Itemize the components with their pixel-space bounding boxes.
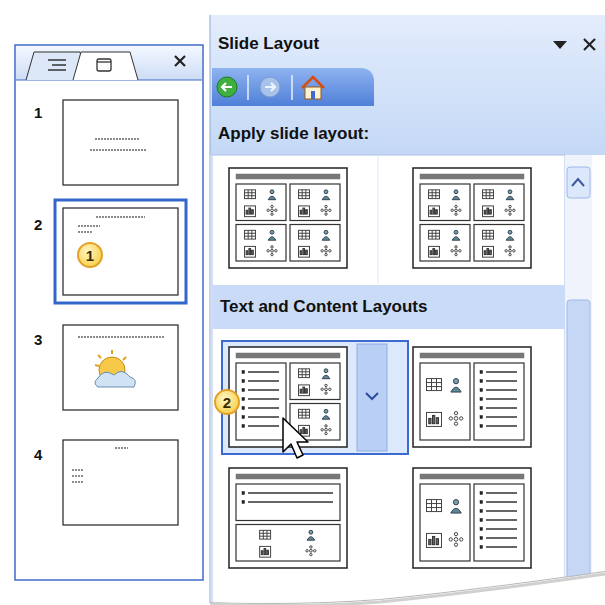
callout-number-text: 2 bbox=[223, 394, 231, 411]
section-heading: Apply slide layout: bbox=[218, 124, 369, 144]
mouse-cursor bbox=[283, 418, 308, 458]
sun-clipart bbox=[95, 350, 135, 387]
slide-number: 4 bbox=[34, 446, 42, 463]
task-pane bbox=[210, 15, 605, 605]
callout-number: 2 bbox=[214, 389, 240, 415]
slides-pane bbox=[15, 45, 203, 580]
pane-title-text: Slide Layout bbox=[218, 34, 319, 54]
slide-number: 1 bbox=[34, 104, 42, 121]
slide-number: 3 bbox=[34, 331, 42, 348]
callout-number: 1 bbox=[77, 242, 103, 268]
callout-number-text: 1 bbox=[86, 247, 94, 264]
slide-number: 2 bbox=[34, 216, 42, 233]
pane-title: Slide Layout bbox=[218, 34, 319, 54]
group-band-text: Text and Content Layouts bbox=[220, 297, 427, 317]
section-heading-text: Apply slide layout: bbox=[218, 124, 369, 144]
layout-thumbnails bbox=[222, 168, 531, 568]
group-band: Text and Content Layouts bbox=[212, 285, 565, 329]
